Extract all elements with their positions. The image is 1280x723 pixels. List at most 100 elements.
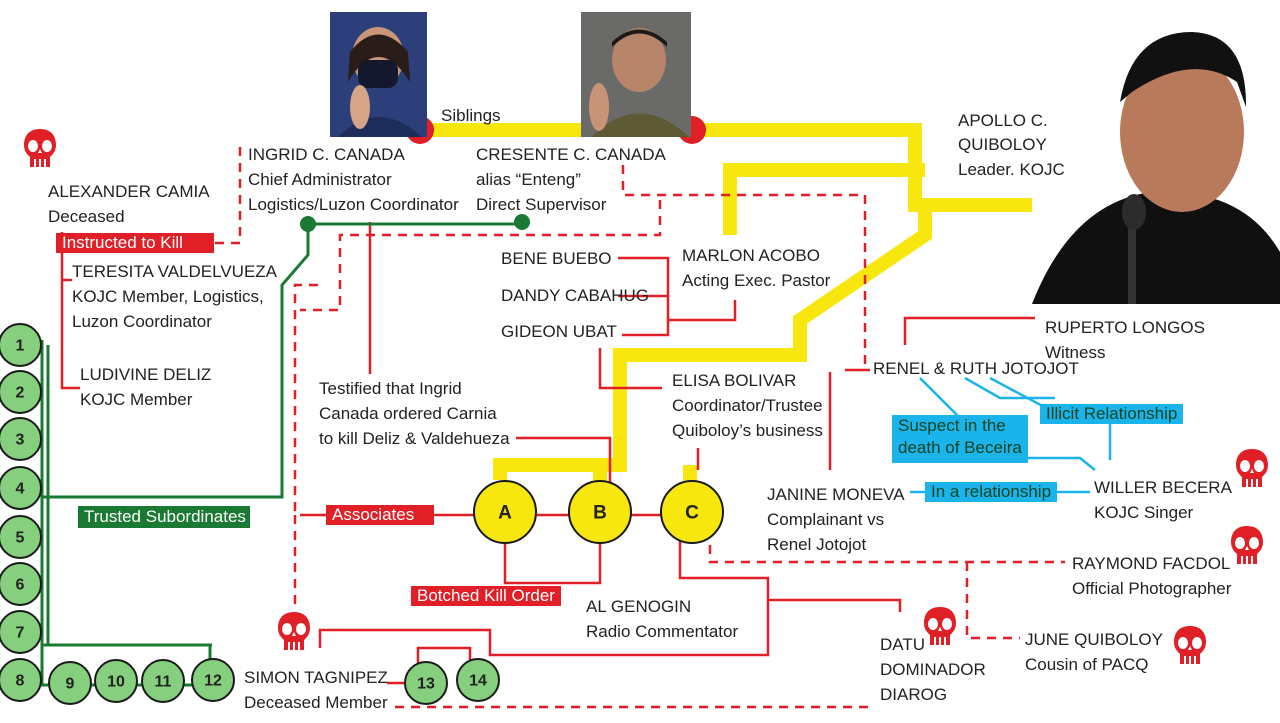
circle-6: 6 [0,562,42,606]
marlon-role: Acting Exec. Pastor [682,271,831,290]
circle-a: A [473,480,537,544]
bene-name: BENE BUEBO [501,249,612,268]
elisa-role2: Quiboloy’s business [672,421,823,440]
associates-tag: Associates [326,505,434,525]
teresita-role2: Luzon Coordinator [72,312,212,331]
al-role: Radio Commentator [586,622,739,641]
datu-line2: DOMINADOR [880,660,986,679]
circle-13: 13 [404,661,448,705]
circle-4: 4 [0,466,42,510]
circle-5: 5 [0,515,42,559]
janine-name: JANINE MONEVA [767,485,905,504]
suspect-line1: Suspect in the [898,416,1006,435]
green-node-ingrid [300,216,316,232]
trusted-tag: Trusted Subordinates [78,506,250,528]
apollo-name-2: QUIBOLOY [958,135,1047,154]
svg-text:7: 7 [16,625,25,642]
svg-text:13: 13 [417,676,435,693]
suspect-line2: death of Beceira [898,438,1022,457]
apollo-name-1: APOLLO C. [958,111,1048,130]
june-name: JUNE QUIBOLOY [1025,630,1163,649]
circle-3: 3 [0,417,42,461]
botched-tag: Botched Kill Order [411,586,561,606]
svg-text:14: 14 [469,673,487,690]
relationship-tag: In a relationship [925,482,1058,502]
abc-circles: A B C [473,480,724,544]
skull-icon [1234,447,1270,489]
testified-line1: Testified that Ingrid [319,379,462,398]
svg-text:3: 3 [16,432,25,449]
ruperto-name: RUPERTO LONGOS [1045,318,1205,337]
marlon-name: MARLON ACOBO [682,246,820,265]
svg-text:6: 6 [16,577,25,594]
circle-11: 11 [141,659,185,703]
circle-8: 8 [0,658,42,702]
teresita-name: TERESITA VALDELVUEZA [72,262,278,281]
cresente-role1: alias “Enteng” [476,170,581,189]
skull-icon [276,610,312,652]
svg-text:5: 5 [16,530,25,547]
ingrid-name: INGRID C. CANADA [248,145,405,164]
svg-text:10: 10 [107,674,125,691]
alexander-role: Deceased [48,207,125,226]
ruperto-role: Witness [1045,343,1106,362]
circle-12: 12 [191,658,235,702]
simon-role: Deceased Member [244,693,388,712]
testified-line2: Canada ordered Carnia [319,404,497,423]
suspect-tag: Suspect in the death of Beceira [892,415,1028,463]
willer-name: WILLER BECERA [1094,478,1232,497]
ludivine-role: KOJC Member [80,390,193,409]
svg-text:11: 11 [155,674,172,691]
cresente-name: CRESENTE C. CANADA [476,145,666,164]
skull-icon [1229,524,1265,566]
simon-name: SIMON TAGNIPEZ [244,668,388,687]
circle-10: 10 [94,659,138,703]
teresita-role1: KOJC Member, Logistics, [72,287,264,306]
svg-text:4: 4 [16,481,25,498]
testified-line3: to kill Deliz & Valdehueza [319,429,510,448]
svg-text:C: C [685,503,699,524]
dandy-name: DANDY CABAHUG [501,286,649,305]
ingrid-photo [330,12,427,137]
circle-9: 9 [48,661,92,705]
apollo-photo [1032,12,1280,304]
circle-2: 2 [0,370,42,414]
illicit-tag: Illicit Relationship [1040,404,1184,424]
willer-role: KOJC Singer [1094,503,1194,522]
svg-text:12: 12 [204,673,222,690]
svg-text:8: 8 [16,673,25,690]
apollo-role: Leader. KOJC [958,160,1065,179]
ludivine-name: LUDIVINE DELIZ [80,365,212,384]
svg-text:B: B [593,503,607,524]
datu-line1: DATU [880,635,926,654]
datu-line3: DIAROG [880,685,948,704]
instructed-tag: Instructed to Kill [56,233,214,253]
alexander-name: ALEXANDER CAMIA [48,182,210,201]
circle-14: 14 [456,658,500,702]
elisa-role1: Coordinator/Trustee [672,396,823,415]
circle-b: B [568,480,632,544]
al-name: AL GENOGIN [586,597,692,616]
circle-7: 7 [0,610,42,654]
june-role: Cousin of PACQ [1025,655,1149,674]
gideon-name: GIDEON UBAT [501,322,617,341]
green-node-cresente [514,214,530,230]
circle-c: C [660,480,724,544]
elisa-name: ELISA BOLIVAR [672,371,797,390]
cresente-role2: Direct Supervisor [476,195,607,214]
janine-role2: Renel Jotojot [767,535,867,554]
svg-text:A: A [498,503,512,524]
raymond-name: RAYMOND FACDOL [1072,554,1231,573]
renel-name: RENEL & RUTH JOTOJOT [873,359,1079,378]
ingrid-role1: Chief Administrator [248,170,392,189]
ingrid-role2: Logistics/Luzon Coordinator [248,195,459,214]
svg-text:9: 9 [66,676,75,693]
red-dashed-connectors [215,145,1065,709]
skull-icon [22,127,58,169]
skull-icon [1172,624,1208,666]
circle-1: 1 [0,323,42,367]
siblings-label: Siblings [441,106,501,125]
cresente-photo [581,12,691,137]
svg-text:1: 1 [16,338,25,355]
